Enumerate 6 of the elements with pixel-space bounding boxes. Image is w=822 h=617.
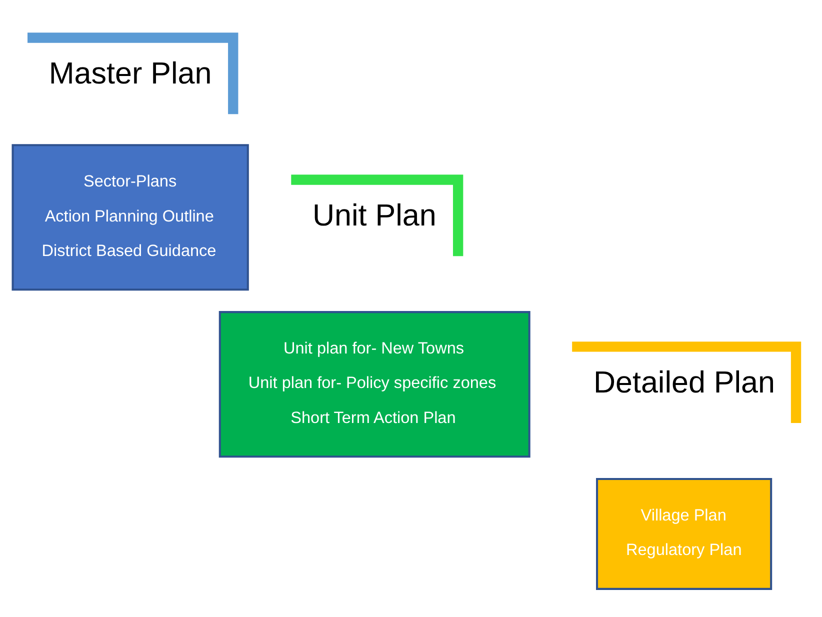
node-text: Master Plan (48, 56, 212, 91)
node-box: Unit plan for- New Towns Unit plan for- Policy specific zones Short Term Action Plan (218, 311, 530, 458)
node-box: Sector-Plans Action Planning Outline District Based Guidance (12, 144, 249, 291)
node-text: Detailed Plan (593, 365, 775, 400)
node-text: Unit Plan (312, 198, 436, 233)
node-box: Village Plan Regulatory Plan (596, 478, 772, 590)
